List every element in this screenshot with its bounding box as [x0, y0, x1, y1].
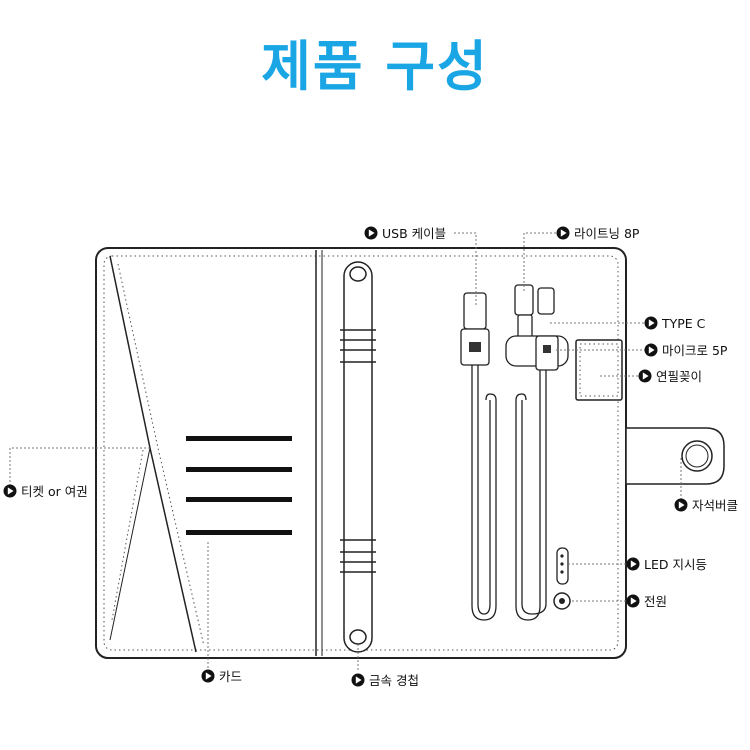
- magnetic-clasp: [625, 427, 725, 485]
- callout-typec: TYPE C: [644, 316, 706, 331]
- label-usb: USB 케이블: [382, 226, 446, 241]
- label-card: 카드: [219, 669, 242, 684]
- callout-card: 카드: [201, 669, 242, 684]
- label-lightning: 라이트닝 8P: [574, 226, 640, 241]
- multi-cable: [505, 284, 569, 621]
- callout-ticket: 티켓 or 여권: [3, 484, 88, 499]
- callout-lightning: 라이트닝 8P: [556, 226, 640, 241]
- label-pen: 연필꽂이: [656, 369, 702, 384]
- guide-lines: [9, 232, 682, 672]
- label-micro: 마이크로 5P: [662, 343, 728, 358]
- callout-magnet: 자석버클: [674, 498, 738, 513]
- label-power: 전원: [644, 594, 667, 609]
- callout-led: LED 지시등: [626, 557, 707, 572]
- callout-pen: 연필꽂이: [638, 369, 702, 384]
- callout-power: 전원: [626, 594, 667, 609]
- callout-usb: USB 케이블: [364, 226, 446, 241]
- label-ring: 금속 경첩: [369, 673, 419, 688]
- card-slots: [186, 436, 292, 535]
- usb-cable: [460, 292, 497, 621]
- label-led: LED 지시등: [644, 557, 707, 572]
- page-title: 제품 구성: [261, 35, 489, 98]
- label-magnet: 자석버클: [692, 498, 738, 513]
- callout-ring: 금속 경첩: [351, 673, 419, 688]
- pen-holder: [575, 339, 623, 401]
- label-typec: TYPE C: [661, 316, 706, 331]
- metal-hinge: [340, 261, 376, 653]
- label-ticket: 티켓 or 여권: [21, 484, 88, 499]
- led-and-power: [553, 547, 571, 610]
- callout-micro: 마이크로 5P: [644, 343, 728, 358]
